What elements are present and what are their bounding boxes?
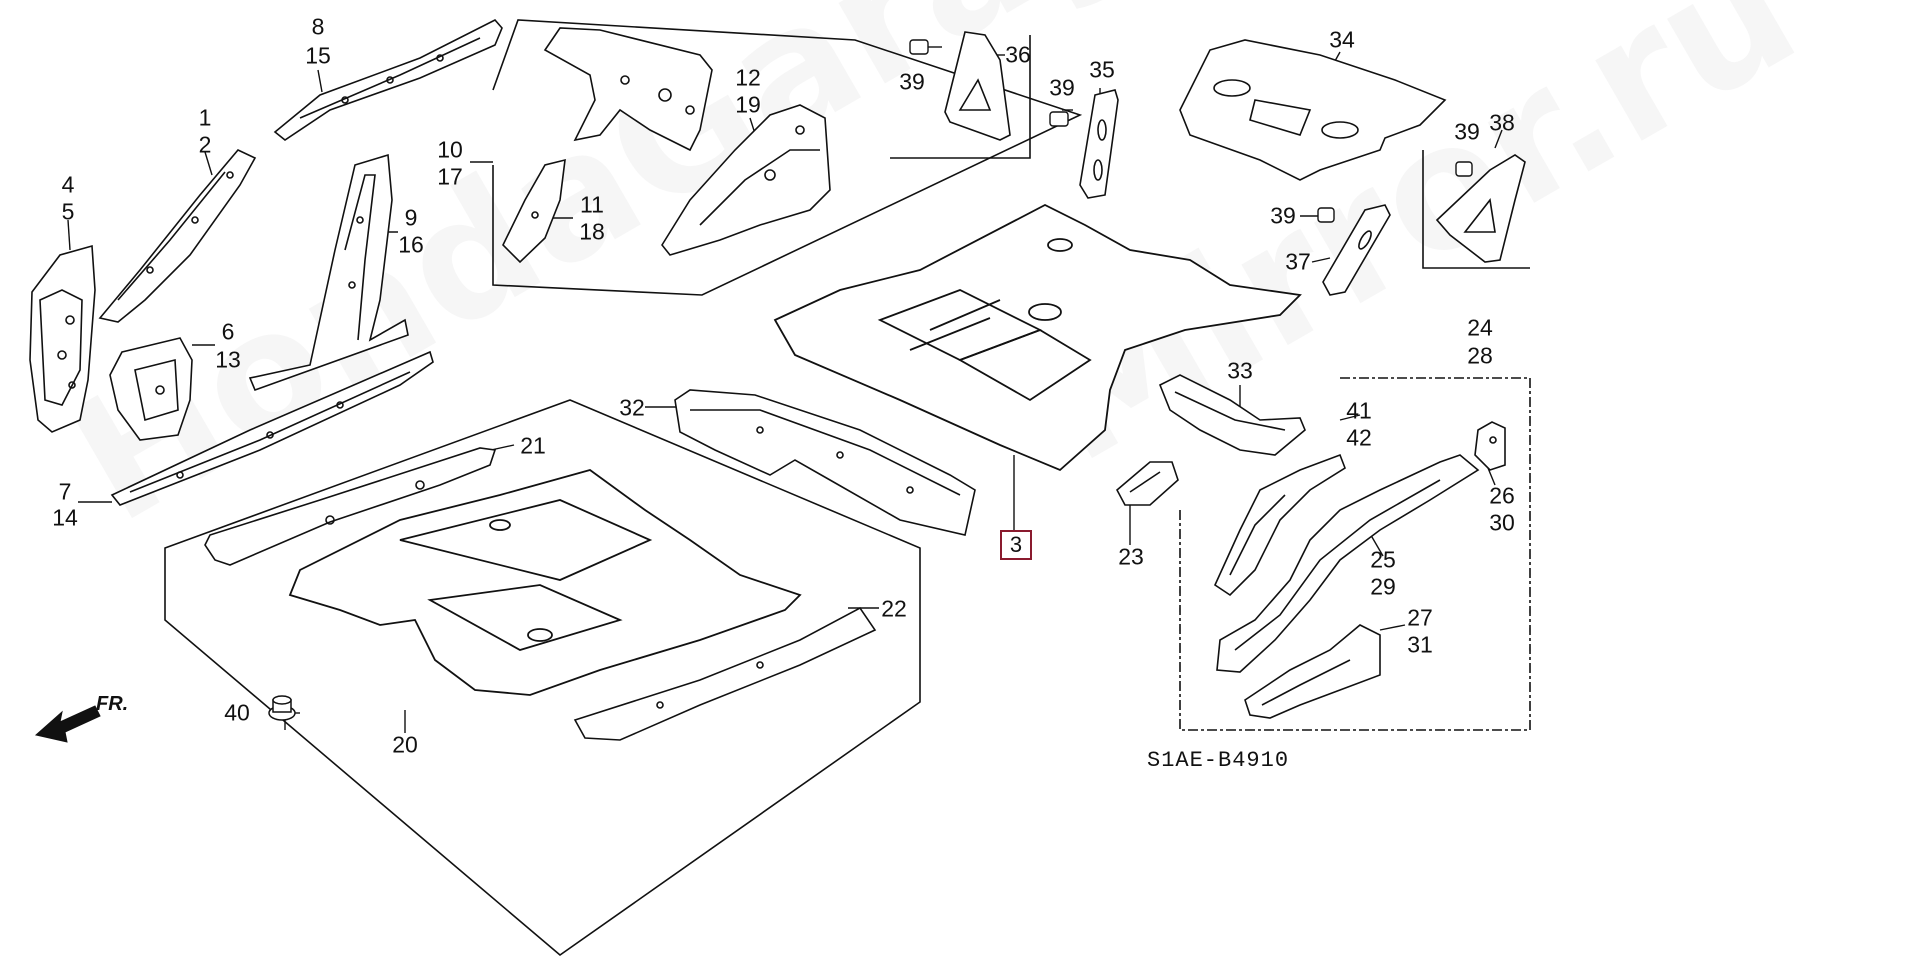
callout-41[interactable]: 41 [1346, 397, 1372, 424]
callout-39-c[interactable]: 39 [1270, 202, 1296, 229]
callout-17[interactable]: 17 [437, 163, 463, 190]
callout-38[interactable]: 38 [1489, 109, 1515, 136]
callout-29[interactable]: 29 [1370, 573, 1396, 600]
callout-24[interactable]: 24 [1467, 314, 1493, 341]
callout-5[interactable]: 5 [61, 198, 75, 225]
callout-3-highlighted[interactable]: 3 [1000, 530, 1032, 560]
callout-13[interactable]: 13 [215, 346, 241, 373]
callout-18[interactable]: 18 [579, 218, 605, 245]
callout-8[interactable]: 8 [311, 13, 325, 40]
callout-1[interactable]: 1 [198, 104, 212, 131]
callout-20[interactable]: 20 [392, 731, 418, 758]
callout-19[interactable]: 19 [735, 91, 761, 118]
callout-23[interactable]: 23 [1118, 543, 1144, 570]
callout-27[interactable]: 27 [1407, 604, 1433, 631]
callout-10[interactable]: 10 [437, 136, 463, 163]
callout-36[interactable]: 36 [1005, 41, 1031, 68]
callout-42[interactable]: 42 [1346, 424, 1372, 451]
callout-39-b[interactable]: 39 [1049, 74, 1075, 101]
callout-37[interactable]: 37 [1285, 248, 1311, 275]
callout-35[interactable]: 35 [1089, 56, 1115, 83]
callout-6[interactable]: 6 [221, 318, 235, 345]
callout-4[interactable]: 4 [61, 171, 75, 198]
callout-33[interactable]: 33 [1227, 357, 1253, 384]
callout-31[interactable]: 31 [1407, 631, 1433, 658]
callout-25[interactable]: 25 [1370, 546, 1396, 573]
diagram-code: S1AE-B4910 [1147, 748, 1290, 773]
callout-9[interactable]: 9 [404, 204, 418, 231]
callout-39-a[interactable]: 39 [899, 68, 925, 95]
callout-32[interactable]: 32 [619, 394, 645, 421]
callout-7[interactable]: 7 [58, 478, 72, 505]
callout-16[interactable]: 16 [398, 231, 424, 258]
callout-21[interactable]: 21 [520, 432, 546, 459]
callout-39-d[interactable]: 39 [1454, 118, 1480, 145]
callout-28[interactable]: 28 [1467, 342, 1493, 369]
callout-30[interactable]: 30 [1489, 509, 1515, 536]
callout-11[interactable]: 11 [580, 191, 604, 218]
callout-15[interactable]: 15 [305, 42, 331, 69]
callout-40[interactable]: 40 [224, 699, 250, 726]
callout-22[interactable]: 22 [881, 595, 907, 622]
callout-34[interactable]: 34 [1329, 26, 1355, 53]
callout-14[interactable]: 14 [52, 504, 78, 531]
front-direction-label: FR. [96, 693, 129, 715]
callout-26[interactable]: 26 [1489, 482, 1515, 509]
callout-12[interactable]: 12 [735, 64, 761, 91]
callout-2[interactable]: 2 [198, 131, 212, 158]
